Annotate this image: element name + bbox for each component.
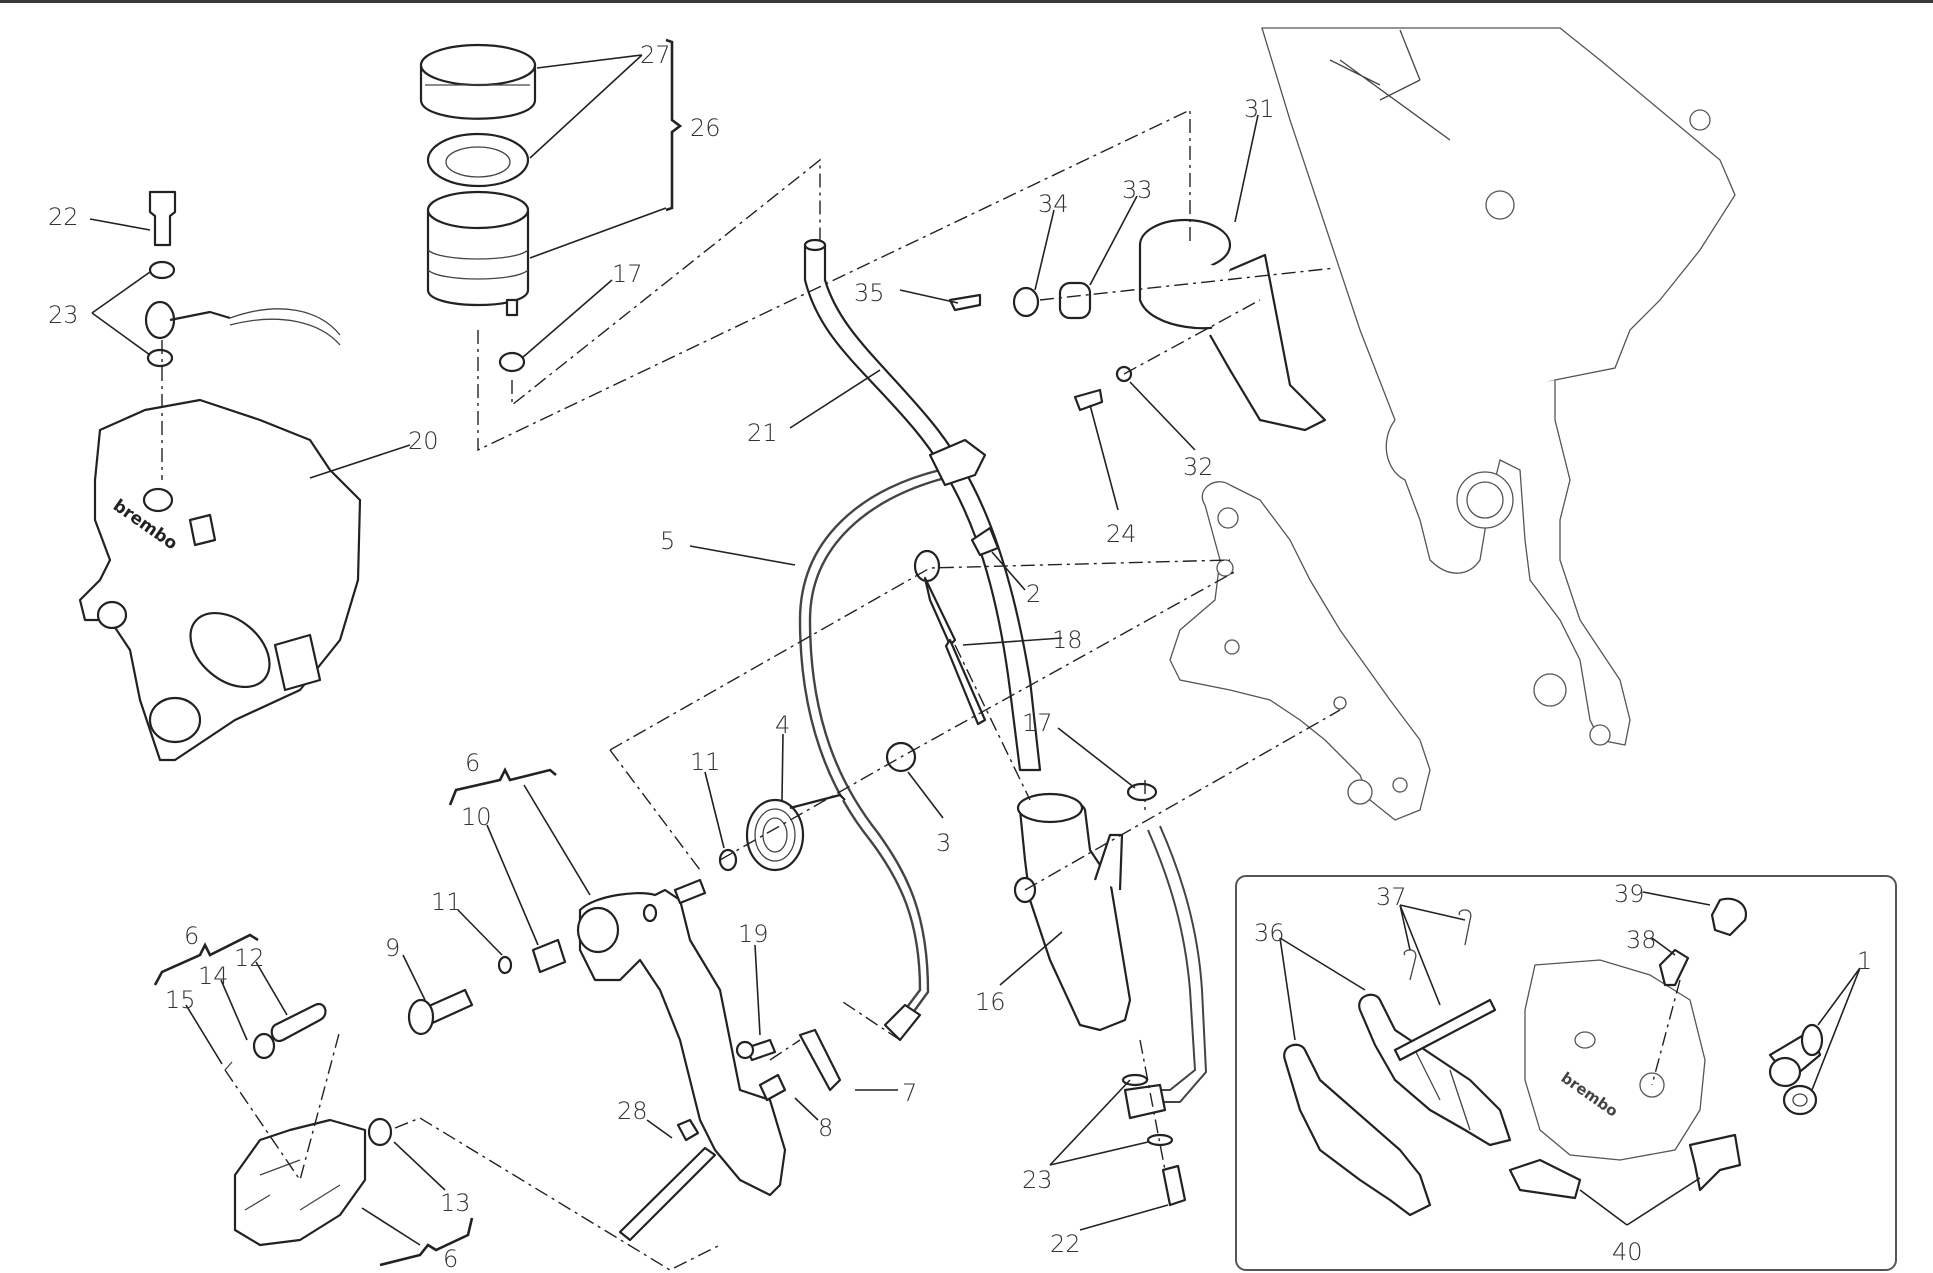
- brake-pedal: [407, 878, 842, 1242]
- callout-38: 38: [1626, 926, 1657, 954]
- leader-lines: [89, 54, 1259, 1246]
- banjo-bolt-group: [144, 190, 341, 368]
- braces: [153, 38, 683, 1267]
- pushrod-18: [913, 526, 1000, 726]
- callout-24: 24: [1106, 520, 1137, 548]
- callout-32: 32: [1183, 453, 1214, 481]
- frame-part: [1169, 27, 1736, 821]
- callout-27: 27: [640, 41, 671, 69]
- callout-18: 18: [1052, 626, 1083, 654]
- callout-35: 35: [854, 279, 885, 307]
- callout-9: 9: [385, 934, 400, 962]
- callout-17: 17: [612, 260, 643, 288]
- callout-37: 37: [1376, 883, 1407, 911]
- callout-6-bottom: 6: [443, 1245, 458, 1273]
- callout-40: 40: [1612, 1238, 1643, 1266]
- callout-6-footpeg: 6: [184, 922, 199, 950]
- callout-3: 3: [936, 829, 951, 857]
- callout-39: 39: [1614, 880, 1645, 908]
- callout-33: 33: [1122, 176, 1153, 204]
- assembly-lines: [161, 108, 1341, 1271]
- callout-14: 14: [198, 962, 229, 990]
- spring-4: [718, 741, 917, 872]
- callout-2: 2: [1026, 580, 1041, 608]
- callout-11-left: 11: [431, 888, 462, 916]
- callout-4: 4: [775, 711, 790, 739]
- callout-20: 20: [408, 427, 439, 455]
- callout-15: 15: [165, 986, 196, 1014]
- reservoir-assembly: [419, 43, 537, 373]
- callout-22: 22: [48, 203, 79, 231]
- brake-line: [1121, 825, 1208, 1207]
- callout-11: 11: [690, 748, 721, 776]
- callout-labels: 27 26 22 23 17 20 21 35 34 33 31 32 24 5…: [48, 41, 1872, 1273]
- master-cylinder-16: [1013, 792, 1132, 1032]
- hose-21: [803, 238, 1158, 802]
- callout-19: 19: [738, 920, 769, 948]
- callout-13: 13: [440, 1189, 471, 1217]
- callout-31: 31: [1244, 95, 1275, 123]
- callout-8: 8: [818, 1114, 833, 1142]
- bracket-31: [948, 218, 1327, 432]
- callout-26: 26: [690, 114, 721, 142]
- callout-23-bottom: 23: [1022, 1166, 1053, 1194]
- inset-panel: brembo: [1235, 875, 1897, 1271]
- callout-34: 34: [1038, 190, 1069, 218]
- callout-36: 36: [1254, 919, 1285, 947]
- callout-5: 5: [660, 527, 675, 555]
- callout-6: 6: [465, 749, 480, 777]
- callout-28: 28: [617, 1097, 648, 1125]
- callout-7: 7: [902, 1079, 917, 1107]
- callout-16: 16: [975, 988, 1006, 1016]
- callout-22-bottom: 22: [1050, 1230, 1081, 1258]
- callout-12: 12: [234, 944, 265, 972]
- callout-17-mid: 17: [1022, 709, 1053, 737]
- callout-10: 10: [461, 803, 492, 831]
- footpeg: [224, 1002, 393, 1247]
- cable-5: [798, 438, 987, 1042]
- caliper-20: brembo: [78, 398, 362, 762]
- top-bar: [0, 0, 1933, 3]
- callout-23: 23: [48, 301, 79, 329]
- callout-21: 21: [747, 419, 778, 447]
- callout-1: 1: [1857, 947, 1872, 975]
